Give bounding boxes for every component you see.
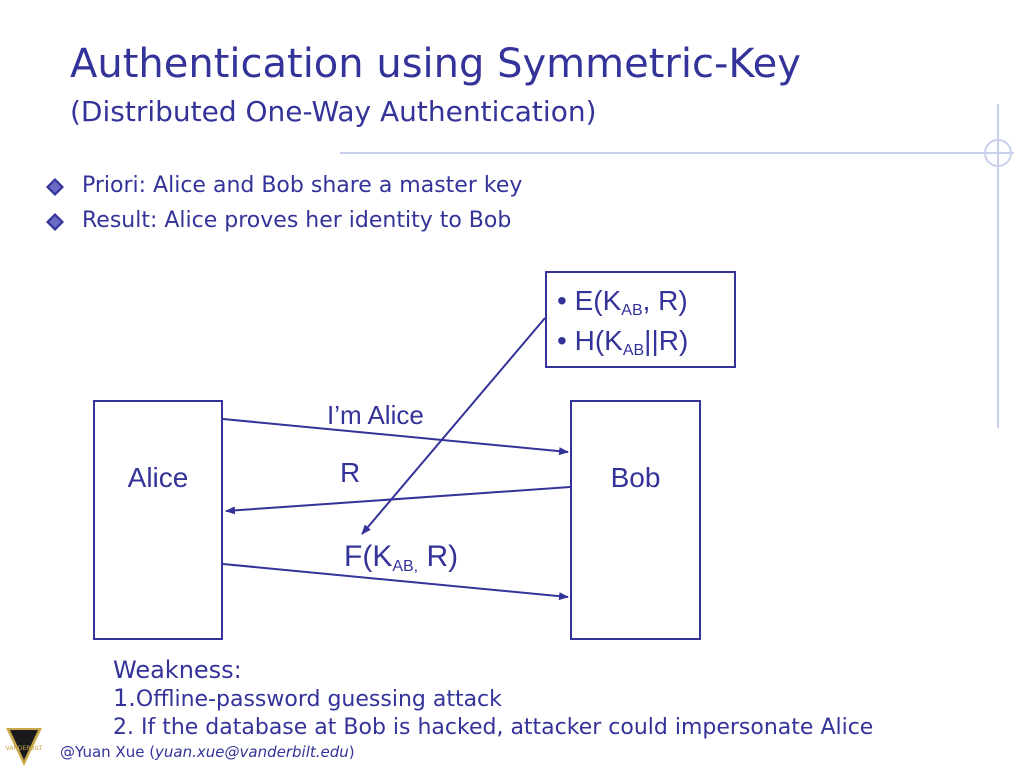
bob-label: Bob (610, 462, 661, 493)
arrow-f (222, 563, 569, 601)
svg-text:VANDERBILT: VANDERBILT (6, 745, 43, 752)
alice-node: Alice (93, 400, 223, 640)
message-f: F(KAB, R) (344, 540, 459, 575)
slide-subtitle: (Distributed One-Way Authentication) (70, 95, 597, 128)
alice-label: Alice (127, 462, 189, 493)
arrow-callout (361, 317, 546, 535)
crosshair-circle (984, 139, 1012, 167)
diamond-bullet-icon (46, 213, 64, 231)
function-options-box: • E(KAB, R) • H(KAB||R) (545, 271, 736, 368)
weakness-item: 2. If the database at Bob is hacked, att… (113, 715, 874, 740)
arrow-r (225, 486, 571, 515)
message-im-alice: I’m Alice (327, 400, 424, 430)
bullet-text: Priori: Alice and Bob share a master key (82, 173, 523, 198)
vanderbilt-logo: VANDERBILT (6, 728, 43, 766)
bob-node: Bob (570, 400, 701, 640)
diamond-bullet-icon (46, 178, 64, 196)
message-r: R (340, 457, 361, 488)
bullet-text: Result: Alice proves her identity to Bob (82, 208, 512, 233)
arrow-im-alice (222, 418, 569, 456)
function-option: • H(KAB||R) (557, 325, 689, 359)
weakness-heading: Weakness: (113, 656, 242, 684)
slide-title: Authentication using Symmetric-Key (70, 41, 801, 87)
weakness-item: 1.Offline-password guessing attack (113, 684, 502, 712)
weakness-section: Weakness: 1.Offline-password guessing at… (113, 656, 873, 742)
function-option: • E(KAB, R) (557, 285, 688, 319)
footer-email[interactable]: yuan.xue@vanderbilt.edu (155, 743, 349, 761)
footer-credit: @Yuan Xue (yuan.xue@vanderbilt.edu) (60, 743, 355, 761)
